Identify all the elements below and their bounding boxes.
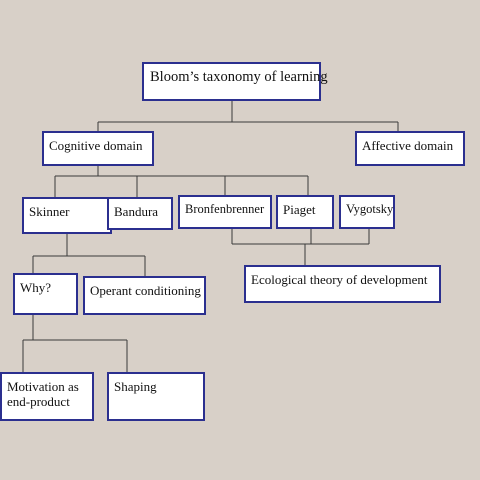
node-vygotsky: Vygotsky xyxy=(339,195,395,229)
node-ecological-theory: Ecological theory of development xyxy=(244,265,441,303)
node-affective-domain: Affective domain xyxy=(355,131,465,166)
node-skinner: Skinner xyxy=(22,197,112,234)
node-shaping: Shaping xyxy=(107,372,205,421)
node-blooms-taxonomy: Bloom’s taxonomy of learning xyxy=(142,62,328,101)
node-bandura: Bandura xyxy=(107,197,173,230)
node-operant-conditioning: Operant conditioning xyxy=(83,276,206,315)
node-bronfenbrenner: Bronfenbrenner xyxy=(178,195,272,229)
node-why: Why? xyxy=(13,273,78,315)
node-cognitive-domain: Cognitive domain xyxy=(42,131,154,166)
node-motivation-end-product: Motivation as end-product xyxy=(0,372,94,421)
node-piaget: Piaget xyxy=(276,195,334,229)
